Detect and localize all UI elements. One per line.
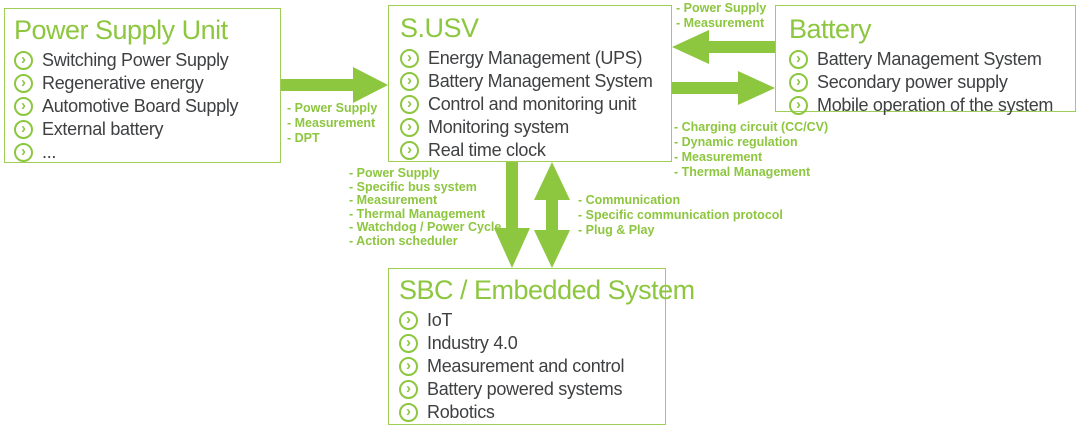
- chevron-circle-icon: ›: [399, 403, 418, 422]
- list-item: › ...: [14, 141, 280, 164]
- box-title: SBC / Embedded System: [399, 275, 695, 305]
- list-item-label: Measurement and control: [427, 356, 625, 376]
- list-item: › Mobile operation of the system: [789, 94, 1075, 117]
- list-item-label: Monitoring system: [428, 117, 569, 137]
- chevron-circle-icon: ›: [400, 118, 419, 137]
- box-title: Power Supply Unit: [14, 15, 228, 45]
- arrow-label-line: - Measurement: [674, 150, 763, 164]
- susv-to-battery-arrow-labels: - Charging circuit (CC/CV) - Dynamic reg…: [674, 120, 828, 180]
- list-item: › Control and monitoring unit: [400, 93, 671, 116]
- chevron-circle-icon: ›: [789, 50, 808, 69]
- arrow-label-line: - Thermal Management: [674, 165, 811, 179]
- chevron-circle-icon: ›: [400, 141, 419, 160]
- chevron-circle-icon: ›: [14, 143, 33, 162]
- arrow-label-line: - Measurement: [349, 193, 438, 207]
- list-item-label: Control and monitoring unit: [428, 94, 637, 114]
- susv-to-sbc-arrow-icon: [494, 162, 530, 268]
- arrow-label-line: - Communication: [578, 193, 681, 207]
- arrow-label-line: - Dynamic regulation: [674, 135, 798, 149]
- list-item-label: External battery: [42, 119, 164, 139]
- list-item-label: ...: [42, 142, 57, 162]
- list-item: › Energy Management (UPS): [400, 47, 671, 70]
- list-item-label: Industry 4.0: [427, 333, 518, 353]
- list-item-label: Switching Power Supply: [42, 50, 229, 70]
- list-item-label: IoT: [427, 310, 453, 330]
- battery-box: Battery › Battery Management System › Se…: [775, 5, 1076, 115]
- arrow-label-line: - Power Supply: [349, 166, 440, 180]
- box-title: S.USV: [400, 13, 479, 43]
- chevron-circle-icon: ›: [399, 380, 418, 399]
- list-item: › Battery powered systems: [399, 378, 665, 401]
- list-item-label: Battery Management System: [428, 71, 653, 91]
- arrow-label-line: - Specific communication protocol: [578, 208, 783, 222]
- arrow-label-line: - Measurement: [287, 116, 376, 130]
- list-item-label: Regenerative energy: [42, 73, 204, 93]
- list-item-label: Mobile operation of the system: [817, 95, 1054, 115]
- chevron-circle-icon: ›: [789, 73, 808, 92]
- list-item: › Battery Management System: [789, 48, 1075, 71]
- susv-to-sbc-arrow-labels: - Power Supply - Specific bus system - M…: [349, 166, 502, 248]
- arrow-label-line: - Watchdog / Power Cycle: [349, 220, 502, 234]
- list-item: › Switching Power Supply: [14, 49, 280, 72]
- list-item-label: Energy Management (UPS): [428, 48, 643, 68]
- list-item: › Automotive Board Supply: [14, 95, 280, 118]
- list-item: › Secondary power supply: [789, 71, 1075, 94]
- chevron-circle-icon: ›: [399, 357, 418, 376]
- list-item: › External battery: [14, 118, 280, 141]
- list-item-label: Robotics: [427, 402, 495, 422]
- sbc-embedded-system-box: SBC / Embedded System › IoT › Industry 4…: [388, 268, 695, 425]
- list-item: › Real time clock: [400, 139, 671, 162]
- chevron-circle-icon: ›: [14, 120, 33, 139]
- list-item: › Measurement and control: [399, 355, 665, 378]
- list-item: › Regenerative energy: [14, 72, 280, 95]
- box-title: Battery: [789, 14, 872, 44]
- arrow-label-line: - Charging circuit (CC/CV): [674, 120, 829, 134]
- chevron-circle-icon: ›: [400, 72, 419, 91]
- chevron-circle-icon: ›: [399, 311, 418, 330]
- arrow-label-line: - Action scheduler: [349, 233, 458, 248]
- psu-to-susv-arrow-labels: - Power Supply - Measurement - DPT: [287, 101, 377, 146]
- list-item-label: Real time clock: [428, 140, 546, 160]
- susv-box: S.USV › Energy Management (UPS) › Batter…: [388, 5, 672, 162]
- arrow-label-line: - Plug & Play: [578, 223, 655, 237]
- list-item-label: Battery Management System: [817, 49, 1042, 69]
- battery-to-susv-arrow-labels: - Power Supply - Measurement: [676, 1, 766, 31]
- list-item: › Industry 4.0: [399, 332, 665, 355]
- list-item: › Monitoring system: [400, 116, 671, 139]
- list-item: › IoT: [399, 309, 665, 332]
- susv-sbc-bidirectional-arrow-icon: [534, 162, 570, 268]
- arrow-label-line: - Specific bus system: [349, 179, 477, 194]
- battery-to-susv-arrow-icon: [672, 30, 775, 64]
- chevron-circle-icon: ›: [399, 334, 418, 353]
- chevron-circle-icon: ›: [400, 49, 419, 68]
- list-item: › Robotics: [399, 401, 665, 424]
- chevron-circle-icon: ›: [400, 95, 419, 114]
- chevron-circle-icon: ›: [14, 97, 33, 116]
- list-item: › Battery Management System: [400, 70, 671, 93]
- chevron-circle-icon: ›: [789, 96, 808, 115]
- psu-to-susv-arrow-icon: [281, 67, 388, 103]
- sbc-to-susv-arrow-labels: - Communication - Specific communication…: [578, 193, 783, 238]
- arrow-label-line: - Power Supply: [676, 1, 767, 15]
- list-item-label: Battery powered systems: [427, 379, 623, 399]
- arrow-label-line: - Power Supply: [287, 101, 378, 115]
- chevron-circle-icon: ›: [14, 74, 33, 93]
- arrow-label-line: - DPT: [287, 131, 320, 145]
- arrow-label-line: - Thermal Management: [349, 206, 486, 221]
- list-item-label: Secondary power supply: [817, 72, 1008, 92]
- chevron-circle-icon: ›: [14, 51, 33, 70]
- arrow-label-line: - Measurement: [676, 16, 765, 30]
- susv-to-battery-arrow-icon: [672, 71, 775, 105]
- power-supply-unit-box: Power Supply Unit › Switching Power Supp…: [4, 8, 281, 163]
- list-item-label: Automotive Board Supply: [42, 96, 239, 116]
